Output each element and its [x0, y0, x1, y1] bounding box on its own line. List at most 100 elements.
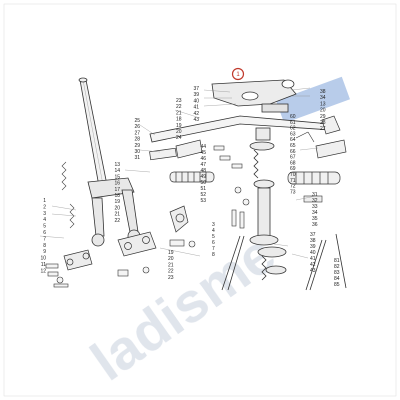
callout-number[interactable]: 38	[320, 89, 326, 95]
callout-number[interactable]: 42	[310, 262, 316, 268]
callout-number[interactable]: 19	[168, 250, 174, 256]
callout-number[interactable]: 26	[134, 124, 140, 130]
callout-number[interactable]: 33	[312, 204, 318, 210]
callout-number[interactable]: 34	[320, 95, 326, 101]
callout-number[interactable]: 39	[193, 92, 199, 98]
callout-number[interactable]: 20	[168, 256, 174, 262]
callout-number[interactable]: 85	[334, 282, 340, 288]
callout-number[interactable]: 83	[334, 270, 340, 276]
callout-number[interactable]: 45	[200, 150, 206, 156]
callout-number[interactable]: 43	[310, 268, 316, 274]
callout-number[interactable]: 42	[193, 111, 199, 117]
callout-number[interactable]: 5	[212, 234, 215, 240]
callout-number[interactable]: 9	[43, 249, 46, 255]
callout-number[interactable]: 7	[212, 246, 215, 252]
callout-number[interactable]: 32	[312, 198, 318, 204]
callout-number[interactable]: 34	[312, 210, 318, 216]
callout-number[interactable]: 31	[312, 192, 318, 198]
callout-number[interactable]: 21	[168, 262, 174, 268]
callout-number[interactable]: 46	[200, 156, 206, 162]
callout-number[interactable]: 29	[320, 114, 326, 120]
callout-number[interactable]: 7	[43, 236, 46, 242]
callout-number[interactable]: 14	[114, 168, 120, 174]
callout-number[interactable]: 35	[312, 216, 318, 222]
callout-number[interactable]: 3	[43, 211, 46, 217]
callout-number[interactable]: 1	[43, 198, 46, 204]
callout-number[interactable]: 63	[290, 131, 296, 137]
callout-number[interactable]: 22	[114, 218, 120, 224]
callout-number[interactable]: 21	[114, 212, 120, 218]
callout-number[interactable]: 19	[176, 123, 182, 129]
callout-number[interactable]: 67	[290, 155, 296, 161]
callout-number[interactable]: 27	[134, 130, 140, 136]
callout-number[interactable]: 17	[114, 187, 120, 193]
callout-number[interactable]: 68	[290, 160, 296, 166]
callout-number[interactable]: 37	[310, 232, 316, 238]
callout-number[interactable]: 37	[193, 86, 199, 92]
callout-number[interactable]: 5	[43, 224, 46, 230]
callout-number[interactable]: 3	[212, 222, 215, 228]
callout-number[interactable]: 51	[200, 186, 206, 192]
callout-number[interactable]: 40	[193, 98, 199, 104]
callout-number[interactable]: 10	[40, 256, 46, 262]
callout-number[interactable]: 61	[290, 120, 296, 126]
callout-number[interactable]: 43	[193, 117, 199, 123]
callout-number[interactable]: 11	[41, 262, 46, 268]
callout-number[interactable]: 13	[320, 101, 326, 107]
callout-number[interactable]: 20	[176, 129, 182, 135]
callout-number[interactable]: 4	[43, 217, 46, 223]
callout-number[interactable]: 18	[176, 117, 182, 123]
callout-number[interactable]: 30	[134, 149, 140, 155]
callout-number[interactable]: 81	[334, 258, 340, 264]
callout-number[interactable]: 64	[290, 137, 296, 143]
callout-number[interactable]: 39	[310, 244, 316, 250]
callout-number[interactable]: 13	[114, 162, 120, 168]
callout-number[interactable]: 40	[310, 250, 316, 256]
callout-number[interactable]: 82	[334, 264, 340, 270]
callout-number[interactable]: 22	[168, 269, 174, 275]
callout-number[interactable]: 6	[212, 240, 215, 246]
callout-number[interactable]: 18	[114, 193, 120, 199]
callout-number[interactable]: 12	[40, 268, 46, 274]
callout-number[interactable]: 19	[114, 199, 120, 205]
callout-number[interactable]: 62	[290, 126, 296, 132]
callout-number[interactable]: 16	[114, 181, 120, 187]
callout-number[interactable]: 73	[290, 189, 296, 195]
callout-number[interactable]: 49	[200, 174, 206, 180]
callout-number[interactable]: 4	[212, 228, 215, 234]
callout-number[interactable]: 20	[320, 108, 326, 114]
callout-number[interactable]: 71	[290, 178, 296, 184]
callout-number[interactable]: 65	[290, 143, 296, 149]
callout-number[interactable]: 52	[200, 192, 206, 198]
callout-number[interactable]: 48	[200, 168, 206, 174]
callout-number[interactable]: 29	[134, 143, 140, 149]
callout-number[interactable]: 2	[43, 204, 46, 210]
callout-number[interactable]: 8	[43, 243, 46, 249]
callout-number[interactable]: 28	[134, 137, 140, 143]
callout-number[interactable]: 28	[320, 120, 326, 126]
callout-number[interactable]: 72	[290, 184, 296, 190]
callout-number[interactable]: 27	[320, 126, 326, 132]
callout-number[interactable]: 41	[193, 105, 199, 111]
callout-number[interactable]: 15	[114, 174, 120, 180]
callout-number[interactable]: 70	[290, 172, 296, 178]
callout-number[interactable]: 8	[212, 252, 215, 258]
callout-number[interactable]: 66	[290, 149, 296, 155]
callout-number[interactable]: 44	[200, 144, 206, 150]
callout-number[interactable]: 22	[176, 104, 182, 110]
callout-number[interactable]: 21	[176, 110, 182, 116]
callout-number[interactable]: 47	[200, 162, 206, 168]
callout-number[interactable]: 69	[290, 166, 296, 172]
callout-number[interactable]: 38	[310, 238, 316, 244]
callout-number[interactable]: 50	[200, 180, 206, 186]
callout-number[interactable]: 60	[290, 114, 296, 120]
callout-number[interactable]: 84	[334, 276, 340, 282]
highlighted-part-callout[interactable]: 1	[231, 67, 245, 81]
callout-number[interactable]: 53	[200, 198, 206, 204]
callout-number[interactable]: 23	[168, 275, 174, 281]
callout-number[interactable]: 24	[176, 135, 182, 141]
callout-number[interactable]: 36	[312, 222, 318, 228]
callout-number[interactable]: 25	[134, 118, 140, 124]
callout-number[interactable]: 31	[134, 155, 140, 161]
callout-number[interactable]: 41	[310, 256, 316, 262]
